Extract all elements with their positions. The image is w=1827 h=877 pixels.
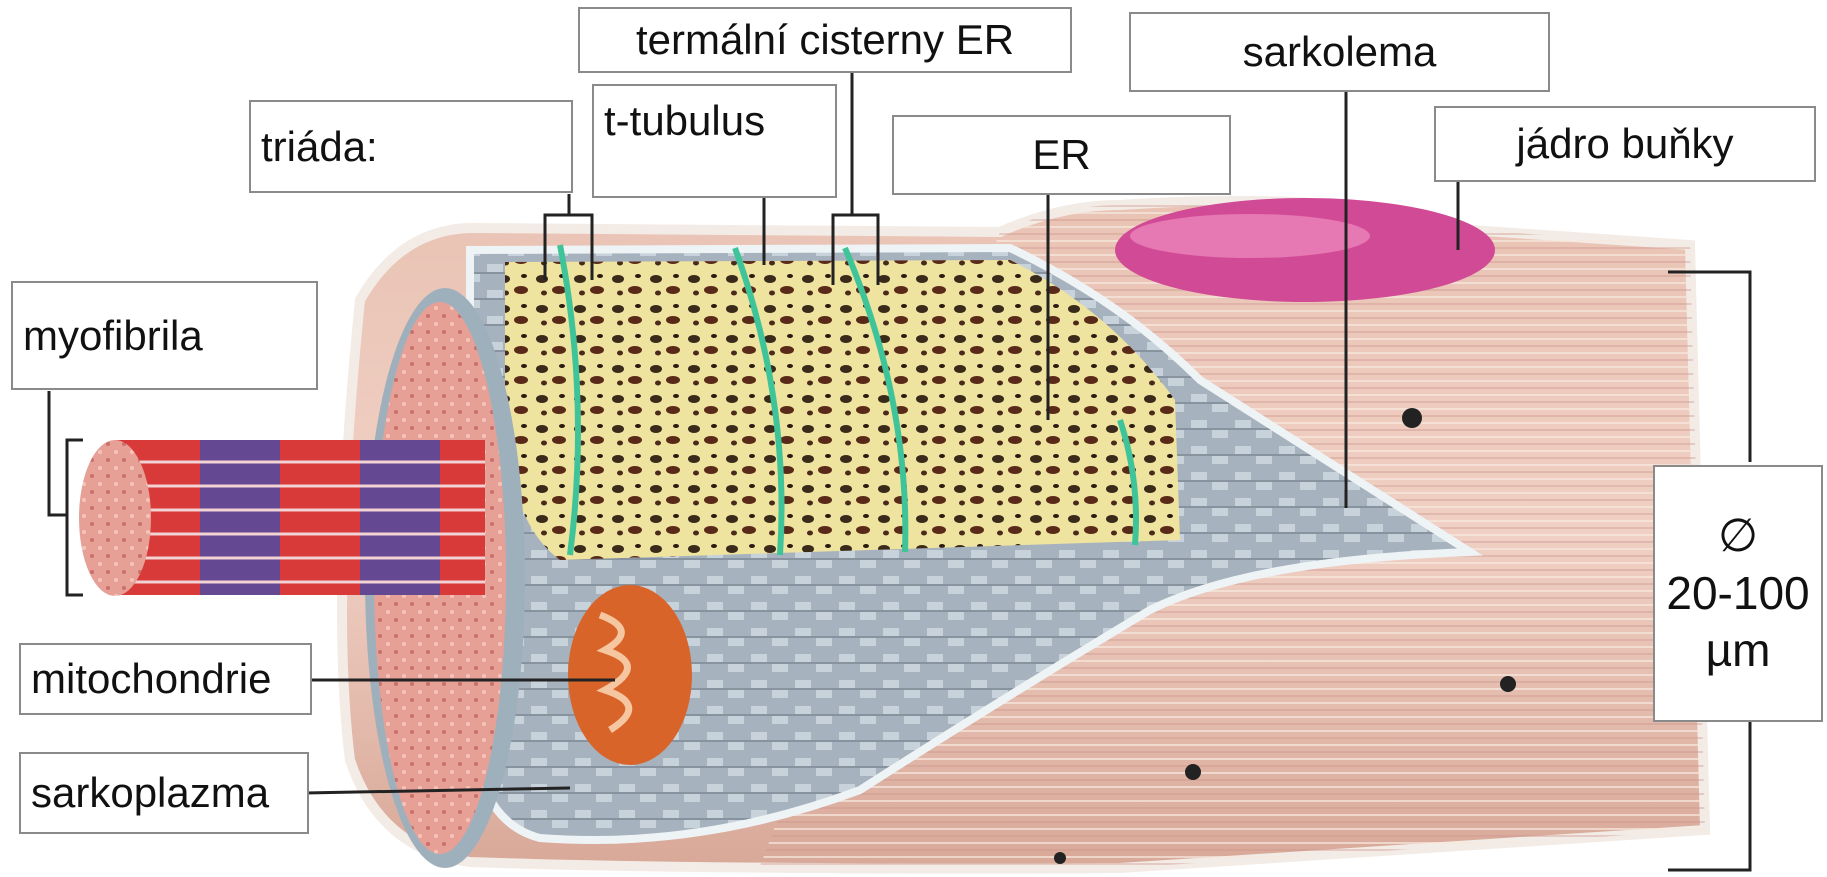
- label-text: sarkolema: [1243, 31, 1437, 73]
- label-jadro-bunky: jádro buňky: [1434, 106, 1816, 182]
- label-sarkolema: sarkolema: [1129, 12, 1550, 92]
- label-diameter: ∅ 20-100 µm: [1653, 465, 1823, 722]
- label-text: t-tubulus: [604, 100, 765, 142]
- mitochondrion: [568, 585, 692, 765]
- surface-nucleus-dot: [1500, 676, 1516, 692]
- label-triada: triáda:: [249, 100, 573, 193]
- label-er: ER: [892, 115, 1231, 195]
- label-sarkoplazma: sarkoplazma: [19, 752, 309, 834]
- label-text: sarkoplazma: [31, 772, 269, 814]
- myofibril-bracket: [49, 391, 83, 595]
- label-myofibrila: myofibrila: [11, 281, 318, 390]
- label-text: jádro buňky: [1516, 123, 1733, 165]
- diameter-range: 20-100: [1666, 565, 1809, 623]
- surface-nucleus-dot: [1185, 764, 1201, 780]
- label-text: myofibrila: [23, 315, 203, 357]
- diameter-unit: µm: [1706, 622, 1771, 680]
- label-text: termální cisterny ER: [636, 19, 1014, 61]
- myofibril: [79, 440, 485, 596]
- label-text: triáda:: [261, 126, 378, 168]
- surface-nucleus-dot: [1402, 408, 1422, 428]
- label-t-tubulus: t-tubulus: [592, 84, 837, 198]
- surface-nucleus-dot: [1054, 852, 1066, 864]
- label-termalni-cisterny: termální cisterny ER: [578, 7, 1072, 73]
- label-text: ER: [1032, 134, 1090, 176]
- label-text: mitochondrie: [31, 658, 271, 700]
- label-mitochondrie: mitochondrie: [19, 643, 312, 715]
- sarcoplasmic-reticulum: [505, 260, 1180, 560]
- myofibril-end: [79, 440, 151, 596]
- nucleus-highlight: [1130, 214, 1370, 258]
- diameter-symbol: ∅: [1718, 507, 1758, 565]
